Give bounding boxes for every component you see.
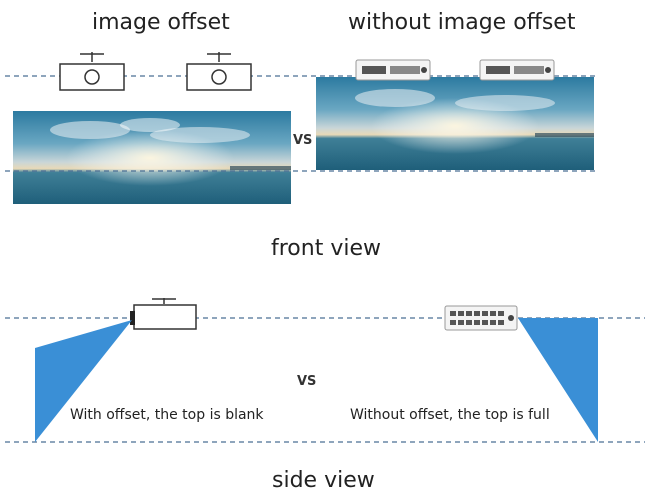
- vs-label-side: VS: [297, 374, 317, 389]
- full-beam: [518, 318, 598, 442]
- caption-with-offset: With offset, the top is blank: [70, 407, 264, 423]
- white-projector-icon: [444, 305, 518, 331]
- outline-projector-icon: [130, 298, 197, 330]
- white-projector-icon: [355, 59, 431, 81]
- vs-label-front: VS: [293, 133, 313, 148]
- caption-without-offset: Without offset, the top is full: [350, 407, 550, 423]
- title-without-image-offset: without image offset: [348, 10, 576, 35]
- seascape-photo: [316, 77, 594, 170]
- offset-beam: [35, 320, 132, 442]
- front-view-label: front view: [271, 236, 381, 261]
- outline-projector-icon: [186, 52, 252, 91]
- seascape-photo: [13, 110, 291, 204]
- outline-projector-icon: [59, 52, 125, 91]
- white-projector-icon: [479, 59, 555, 81]
- side-view-label: side view: [272, 468, 375, 493]
- title-image-offset: image offset: [92, 10, 230, 35]
